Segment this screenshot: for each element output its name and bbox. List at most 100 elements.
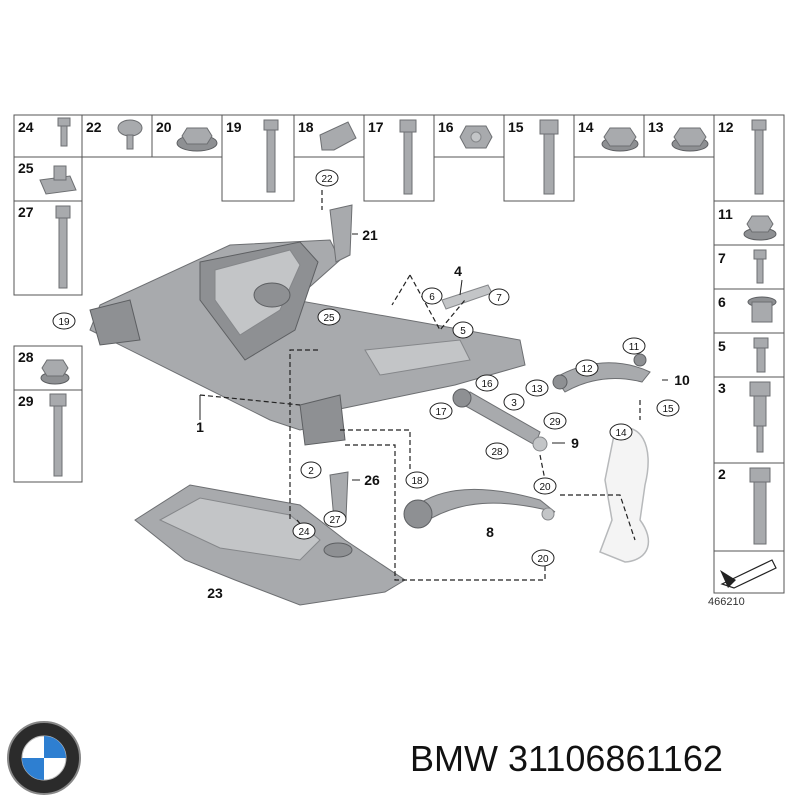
round-head-screw-icon [117, 119, 143, 150]
callout-22: 22 [315, 169, 339, 187]
callout-1: 1 [196, 419, 204, 435]
cell-6: 6 [713, 288, 785, 334]
callout-text: 19 [58, 317, 70, 328]
callout-text: 25 [323, 313, 335, 324]
callout-25: 25 [317, 308, 341, 326]
bolt-short-icon [753, 249, 767, 284]
long-hex-bolt-icon [55, 205, 71, 289]
arrow-cell-icon [713, 550, 785, 594]
cell-label: 28 [18, 349, 34, 365]
cell-5: 5 [713, 332, 785, 378]
cell-3: 3 [713, 376, 785, 464]
hex-nut-icon [459, 125, 493, 149]
bracket-clip-icon [319, 121, 357, 151]
cell-label: 3 [718, 380, 726, 396]
cell-label: 25 [18, 160, 34, 176]
callout-text: 28 [491, 447, 503, 458]
cell-20: 20 [151, 114, 223, 158]
cell-label: 6 [718, 294, 726, 310]
upper-arm-part [552, 353, 651, 393]
callout-text: 12 [581, 364, 593, 375]
cell-label: 17 [368, 119, 384, 135]
cell-label: 13 [648, 119, 664, 135]
callout-8: 8 [486, 524, 494, 540]
stepped-bolt-icon [749, 381, 771, 453]
link-part [441, 284, 493, 310]
callout-21: 21 [362, 227, 378, 243]
callout-24: 24 [292, 522, 316, 540]
callout-2: 2 [300, 461, 322, 479]
callout-text: 7 [496, 293, 502, 304]
cell-29: 29 [13, 389, 83, 483]
clip-nut-icon [39, 165, 77, 195]
cell-label: 16 [438, 119, 454, 135]
callout-text: 14 [615, 428, 627, 439]
callout-20-lower: 20 [531, 549, 555, 567]
cell-label: 19 [226, 119, 242, 135]
callout-text: 13 [531, 384, 543, 395]
cell-27: 27 [13, 200, 83, 296]
bolt-short-icon [57, 117, 71, 147]
bolt-short-icon [753, 337, 769, 373]
callout-26: 26 [364, 472, 380, 488]
callout-17: 17 [429, 402, 453, 420]
cell-28: 28 [13, 345, 83, 391]
cell-7: 7 [713, 244, 785, 290]
cell-label: 2 [718, 466, 726, 482]
cell-2: 2 [713, 462, 785, 552]
callout-text: 16 [481, 379, 493, 390]
callout-6: 6 [421, 287, 443, 305]
callout-text: 18 [411, 476, 423, 487]
bracket-part-21 [329, 204, 353, 263]
cell-label: 15 [508, 119, 524, 135]
cell-24: 24 [13, 114, 83, 158]
callout-text: 24 [298, 527, 310, 538]
steering-knuckle-part [599, 427, 650, 563]
cell-18: 18 [293, 114, 365, 158]
callout-12: 12 [575, 359, 599, 377]
cell-25: 25 [13, 156, 83, 202]
callout-18: 18 [405, 471, 429, 489]
cell-19: 19 [221, 114, 295, 202]
callout-27: 27 [323, 510, 347, 528]
part-caption: BMW 31106861162 [410, 738, 723, 779]
cell-17: 17 [363, 114, 435, 202]
hex-flange-nut-icon [743, 215, 777, 241]
callout-5: 5 [452, 321, 474, 339]
callout-text: 6 [429, 292, 435, 303]
cell-label: 18 [298, 119, 314, 135]
tension-strut-part [452, 388, 548, 452]
callout-16: 16 [475, 374, 499, 392]
cell-22: 22 [81, 114, 153, 158]
hex-nut-icon [671, 127, 709, 152]
assembly-lines [199, 190, 641, 581]
callout-7: 7 [488, 288, 510, 306]
long-hex-bolt-icon [49, 393, 67, 477]
long-hex-bolt-icon [263, 119, 279, 193]
callout-text: 20 [537, 554, 549, 565]
callout-4: 4 [454, 263, 462, 279]
cell-15: 15 [503, 114, 575, 202]
cell-label: 5 [718, 338, 726, 354]
callout-29: 29 [543, 412, 567, 430]
callout-3: 3 [503, 393, 525, 411]
cell-label: 27 [18, 204, 34, 220]
callout-19: 19 [52, 312, 76, 330]
callout-text: 3 [511, 398, 517, 409]
cell-label: 11 [718, 206, 733, 222]
callout-14: 14 [609, 423, 633, 441]
hex-nut-icon [601, 127, 639, 152]
hex-flange-nut-icon [40, 359, 70, 385]
cell-label: 12 [718, 119, 734, 135]
callout-11: 11 [622, 337, 646, 355]
callout-28: 28 [485, 442, 509, 460]
callout-text: 2 [308, 466, 314, 477]
callout-text: 11 [629, 342, 640, 353]
leader-lines [199, 233, 668, 481]
callout-9: 9 [571, 435, 579, 451]
callout-15: 15 [656, 399, 680, 417]
hex-bolt-icon [539, 119, 559, 195]
callout-text: 5 [460, 326, 466, 337]
long-hex-bolt-icon [751, 119, 767, 195]
